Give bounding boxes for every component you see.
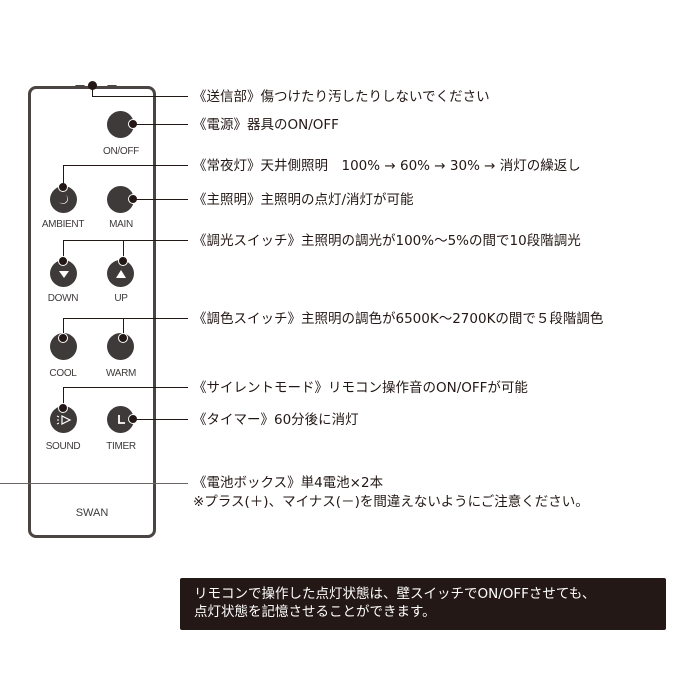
connector-line <box>136 419 188 420</box>
note-line-1: リモコンで操作した点灯状態は、壁スイッチでON/OFFさせても、 <box>194 586 596 602</box>
connector-line <box>63 318 188 319</box>
remote-notch <box>75 85 85 88</box>
remote-control-body: SWAN <box>28 85 156 538</box>
connector-line <box>63 387 64 405</box>
transmitter-led <box>88 81 97 90</box>
annotation-timer: 《タイマー》60分後に消灯 <box>193 412 359 428</box>
connector-line <box>63 165 64 184</box>
ambient-label: AMBIENT <box>41 219 85 230</box>
onoff-label: ON/OFF <box>103 146 139 157</box>
memory-note-box: リモコンで操作した点灯状態は、壁スイッチでON/OFFさせても、 点灯状態を記憶… <box>180 578 666 630</box>
clock-icon <box>107 406 134 433</box>
down-label: DOWN <box>47 293 79 304</box>
warm-label: WARM <box>105 368 137 379</box>
connector-line <box>123 240 124 258</box>
connector-line <box>63 240 64 258</box>
triangle-down-icon <box>50 260 77 287</box>
annotation-color: 《調色スイッチ》主照明の調色が6500K～2700Kの間で５段階調色 <box>193 311 604 327</box>
remote-notch <box>107 85 117 88</box>
cool-label: COOL <box>49 368 77 379</box>
connector-line <box>63 165 188 166</box>
connector-dot <box>58 403 68 413</box>
brand-label: SWAN <box>75 507 109 519</box>
annotation-ambient: 《常夜灯》天井側照明 100% → 60% → 30% → 消灯の繰返し <box>193 158 581 174</box>
annotation-power: 《電源》器具のON/OFF <box>193 117 339 133</box>
connector-dot <box>58 256 68 266</box>
connector-dot <box>118 333 128 343</box>
connector-line <box>92 86 93 97</box>
annotation-battery: 《電池ボックス》単4電池×2本 <box>193 475 384 491</box>
triangle-up-icon <box>107 260 134 287</box>
up-label: UP <box>114 293 128 304</box>
connector-line <box>63 387 188 388</box>
connector-line <box>63 318 64 336</box>
timer-label: TIMER <box>106 441 136 452</box>
connector-line <box>92 96 188 97</box>
connector-line <box>136 124 188 125</box>
annotation-battery-note: ※プラス(＋)、マイナス(－)を間違えないようにご注意ください。 <box>193 494 589 510</box>
annotation-dimmer: 《調光スイッチ》主照明の調光が100%～5%の間で10段階調光 <box>193 233 581 249</box>
connector-line <box>136 199 188 200</box>
connector-dot <box>118 256 128 266</box>
battery-line <box>0 483 188 484</box>
speaker-icon <box>50 406 77 433</box>
connector-line <box>123 318 124 336</box>
connector-dot <box>58 333 68 343</box>
connector-line <box>63 240 188 241</box>
annotation-silent: 《サイレントモード》リモコン操作音のON/OFFが可能 <box>193 380 528 396</box>
sound-label: SOUND <box>45 441 81 452</box>
annotation-main: 《主照明》主照明の点灯/消灯が可能 <box>193 192 414 208</box>
annotation-transmitter: 《送信部》傷つけたり汚したりしないでください <box>193 89 490 105</box>
main-label: MAIN <box>109 219 133 230</box>
note-line-2: 点灯状態を記憶させることができます。 <box>194 604 436 620</box>
